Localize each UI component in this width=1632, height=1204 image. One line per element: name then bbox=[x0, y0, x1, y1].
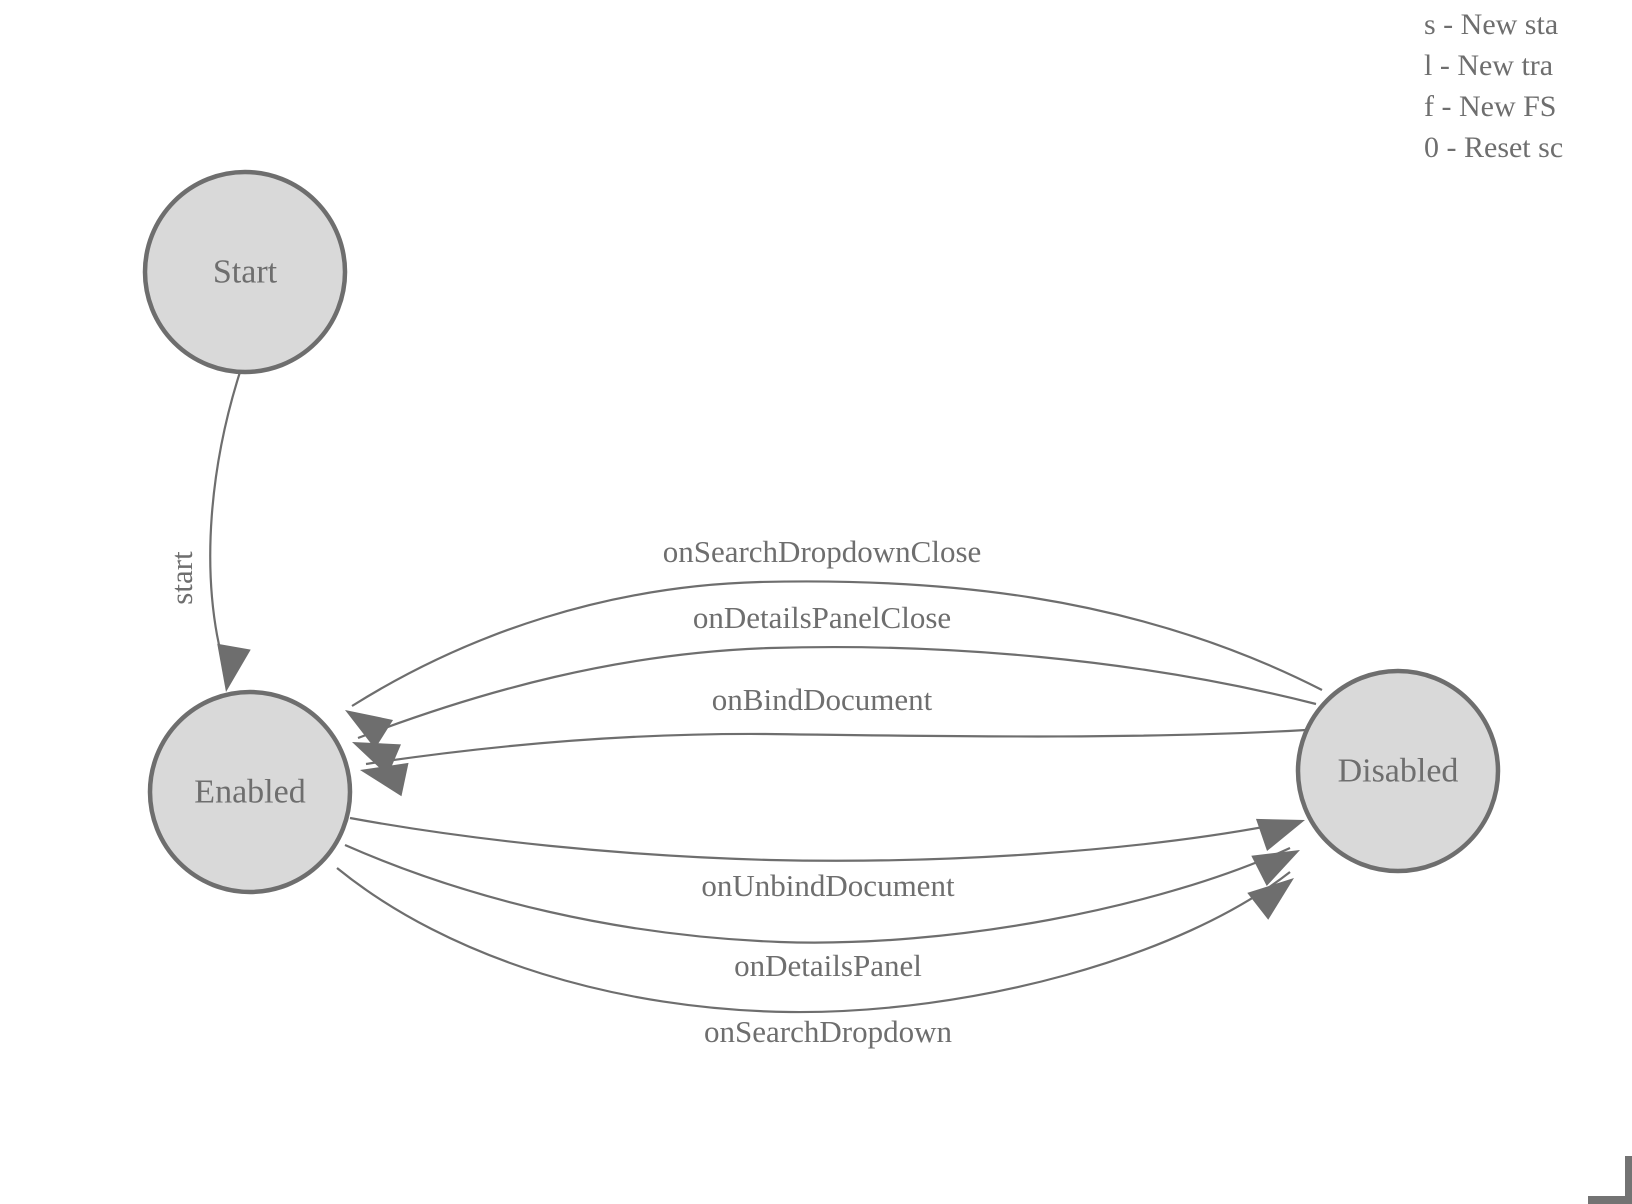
state-node-enabled[interactable]: Enabled bbox=[147, 689, 353, 895]
edge-label-t-onSearchDropdownClose[interactable]: onSearchDropdownClose bbox=[663, 534, 982, 569]
edge-t-onSearchDropdownClose[interactable] bbox=[351, 580, 1323, 707]
state-label-start: Start bbox=[213, 254, 278, 291]
arrowhead-a-onUnbindDocument bbox=[1255, 818, 1305, 852]
edges-layer bbox=[209, 371, 1323, 1014]
state-label-enabled: Enabled bbox=[194, 774, 305, 811]
state-circle-enabled[interactable] bbox=[147, 689, 353, 895]
state-node-disabled[interactable]: Disabled bbox=[1295, 668, 1501, 874]
state-circle-start[interactable] bbox=[142, 169, 348, 375]
edge-t-start[interactable] bbox=[209, 371, 242, 667]
edge-label-t-start[interactable]: start bbox=[164, 551, 199, 605]
arrowhead-a-onSearchDropdownClose bbox=[345, 710, 394, 749]
edge-labels-layer: start onSearchDropdownClose onDetailsPanel… bbox=[164, 534, 981, 1049]
arrowhead-a-onBindDocument bbox=[360, 762, 409, 797]
scrollbar-corner[interactable] bbox=[1588, 1156, 1632, 1204]
edge-t-onSearchDropdown[interactable] bbox=[336, 867, 1291, 1014]
edge-t-onDetailsPanel[interactable] bbox=[344, 843, 1291, 944]
vertical-scrollbar-thumb[interactable] bbox=[1625, 1156, 1632, 1204]
edge-t-onDetailsPanelClose[interactable] bbox=[357, 645, 1317, 740]
state-node-start[interactable]: Start bbox=[142, 169, 348, 375]
edge-label-t-onSearchDropdown[interactable]: onSearchDropdown bbox=[704, 1014, 952, 1049]
arrowheads-layer bbox=[217, 643, 1305, 920]
edge-t-onBindDocument[interactable] bbox=[365, 728, 1307, 766]
horizontal-scrollbar-thumb[interactable] bbox=[1588, 1196, 1632, 1204]
edge-label-t-onBindDocument[interactable]: onBindDocument bbox=[712, 682, 933, 717]
edge-label-t-onUnbindDocument[interactable]: onUnbindDocument bbox=[701, 868, 955, 903]
edge-label-t-onDetailsPanel[interactable]: onDetailsPanel bbox=[734, 948, 922, 983]
state-label-disabled: Disabled bbox=[1338, 753, 1459, 790]
arrowhead-a-onDetailsPanel bbox=[1251, 850, 1300, 887]
state-circle-disabled[interactable] bbox=[1295, 668, 1501, 874]
edge-label-t-onDetailsPanelClose[interactable]: onDetailsPanelClose bbox=[693, 600, 951, 635]
arrowhead-a-onSearchDropdown bbox=[1247, 878, 1294, 920]
arrowhead-a-start bbox=[217, 643, 251, 692]
edge-t-onUnbindDocument[interactable] bbox=[349, 816, 1291, 862]
